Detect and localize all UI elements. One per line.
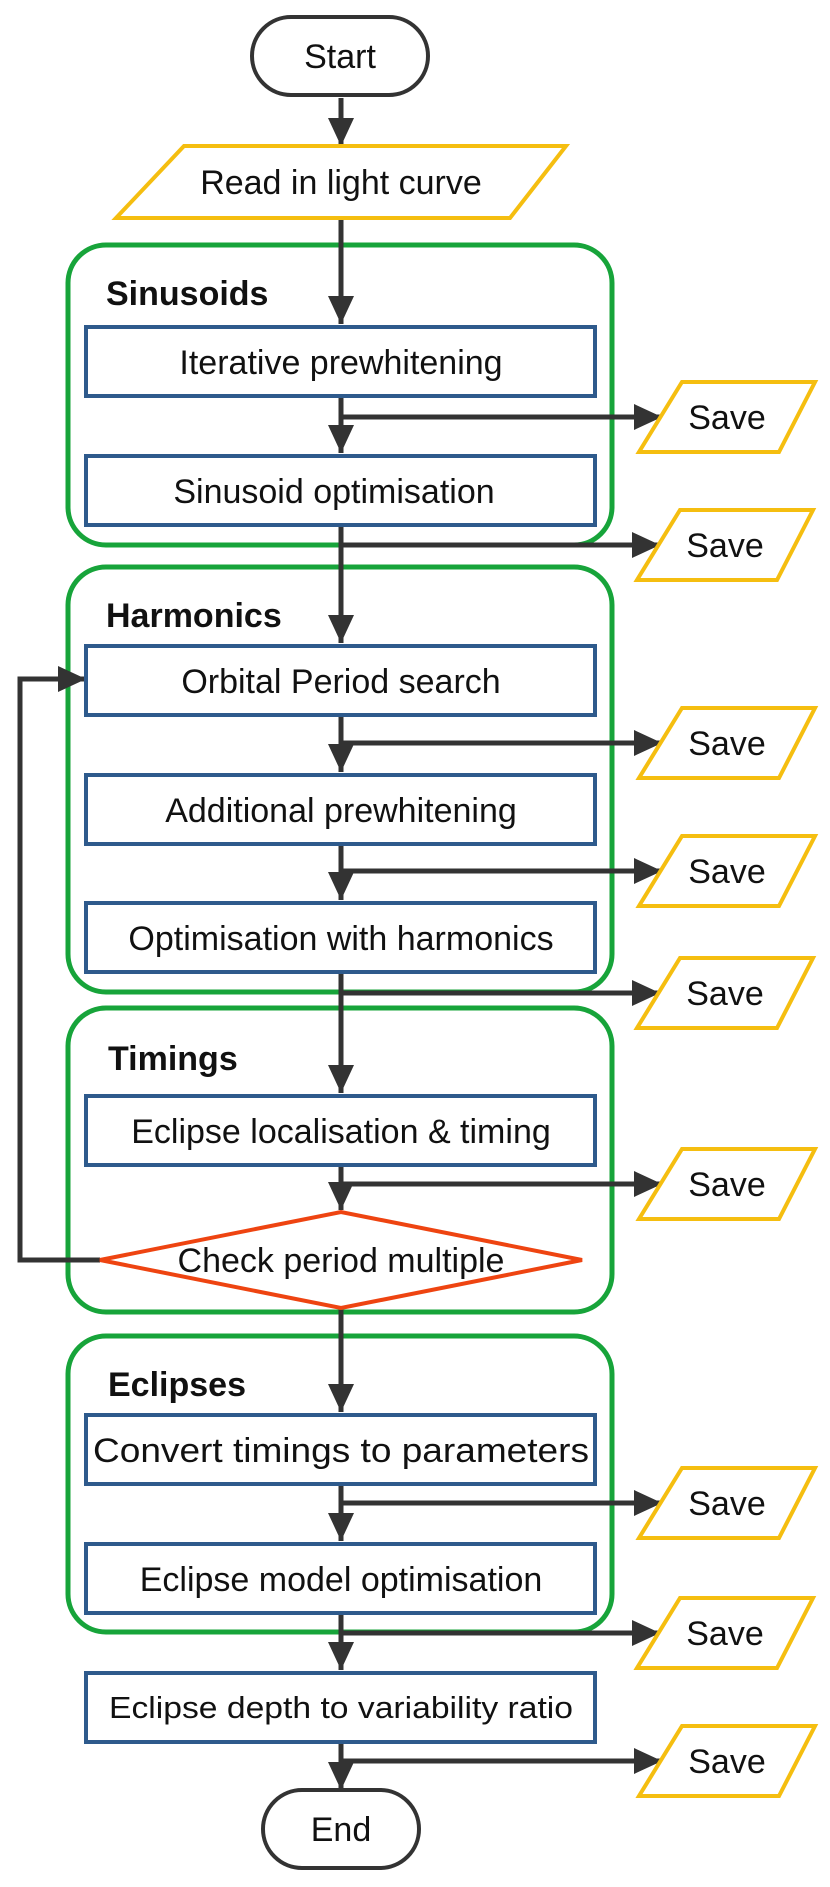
group-sinusoids-label: Sinusoids xyxy=(106,275,268,313)
node-start: Start xyxy=(250,15,430,97)
node-iterative-prewhitening: Iterative prewhitening xyxy=(84,325,597,398)
node-eclipse-localisation-label: Eclipse localisation & timing xyxy=(131,1113,551,1151)
node-additional-prewhitening: Additional prewhitening xyxy=(84,773,597,846)
node-sinusoid-optimisation-label: Sinusoid optimisation xyxy=(173,473,494,511)
edge-save-6 xyxy=(338,1165,662,1197)
node-check-period-multiple-label: Check period multiple xyxy=(178,1242,505,1280)
save-output-2-label: Save xyxy=(686,527,764,565)
node-eclipse-localisation: Eclipse localisation & timing xyxy=(84,1094,597,1167)
save-output-5: Save xyxy=(633,956,817,1030)
edge-save-9 xyxy=(338,1742,662,1774)
edge-save-5 xyxy=(338,972,660,1006)
edge-save-4 xyxy=(338,844,662,884)
save-output-5-label: Save xyxy=(686,975,764,1013)
save-output-3-label: Save xyxy=(688,725,766,763)
save-output-3: Save xyxy=(635,706,819,780)
edge-save-1 xyxy=(338,396,662,430)
node-orbital-period-search: Orbital Period search xyxy=(84,644,597,717)
save-output-4: Save xyxy=(635,834,819,908)
save-output-1-label: Save xyxy=(688,399,766,437)
group-eclipses-label: Eclipses xyxy=(108,1366,246,1404)
node-end-label: End xyxy=(311,1811,372,1849)
node-convert-timings-label: Convert timings to parameters xyxy=(93,1432,589,1470)
save-output-2: Save xyxy=(633,508,817,582)
node-eclipse-model-optimisation-label: Eclipse model optimisation xyxy=(140,1561,543,1599)
save-output-7: Save xyxy=(635,1466,819,1540)
node-convert-timings: Convert timings to parameters xyxy=(84,1413,597,1486)
node-end: End xyxy=(261,1788,421,1870)
save-output-6: Save xyxy=(635,1147,819,1221)
node-orbital-period-search-label: Orbital Period search xyxy=(181,663,500,701)
save-output-9: Save xyxy=(635,1724,819,1798)
node-optimisation-harmonics-label: Optimisation with harmonics xyxy=(128,920,553,958)
edge-save-8 xyxy=(338,1613,660,1646)
node-read-input-label: Read in light curve xyxy=(200,164,482,202)
save-output-8: Save xyxy=(633,1596,817,1670)
save-output-6-label: Save xyxy=(688,1166,766,1204)
node-start-label: Start xyxy=(304,38,376,76)
node-eclipse-depth-ratio-label: Eclipse depth to variability ratio xyxy=(109,1690,573,1725)
node-iterative-prewhitening-label: Iterative prewhitening xyxy=(179,344,502,382)
edge-save-7 xyxy=(338,1484,662,1516)
group-timings-label: Timings xyxy=(108,1040,238,1078)
node-eclipse-model-optimisation: Eclipse model optimisation xyxy=(84,1542,597,1615)
group-harmonics-label: Harmonics xyxy=(106,597,282,635)
node-sinusoid-optimisation: Sinusoid optimisation xyxy=(84,454,597,527)
node-eclipse-depth-ratio: Eclipse depth to variability ratio xyxy=(84,1671,597,1744)
edge-loop-check-to-orbital xyxy=(17,666,100,1263)
node-check-period-multiple: Check period multiple xyxy=(99,1209,583,1311)
save-output-9-label: Save xyxy=(688,1743,766,1781)
save-output-7-label: Save xyxy=(688,1485,766,1523)
node-optimisation-harmonics: Optimisation with harmonics xyxy=(84,901,597,974)
node-read-input: Read in light curve xyxy=(111,144,571,220)
edge-save-3 xyxy=(338,715,662,756)
save-output-8-label: Save xyxy=(686,1615,764,1653)
edge-save-2 xyxy=(338,525,660,558)
save-output-1: Save xyxy=(635,380,819,454)
node-additional-prewhitening-label: Additional prewhitening xyxy=(165,792,517,830)
save-output-4-label: Save xyxy=(688,853,766,891)
edges xyxy=(17,98,662,1790)
